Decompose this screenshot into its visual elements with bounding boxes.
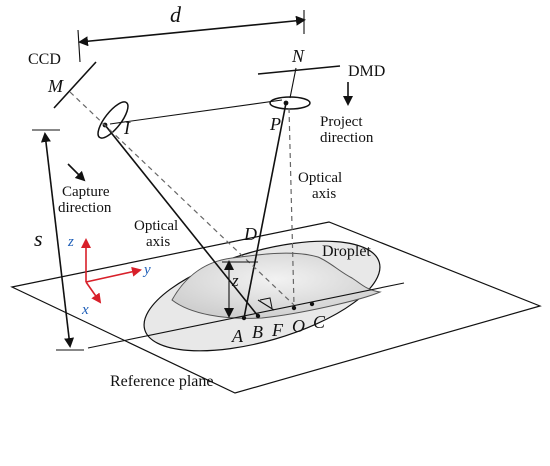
axis-x-arrow [85,281,102,304]
baseline [87,282,405,349]
label-b: B [252,322,263,342]
label-z-height: z [231,271,239,290]
camera-optical-axis [69,91,295,306]
dimension-d-tick-left [77,29,81,63]
dmd-lens [269,96,311,110]
label-p: P [269,114,281,134]
label-d: d [170,2,182,27]
label-optical-axis-right-1: Optical [298,170,342,186]
label-i: I [123,118,131,138]
label-d-point: D [243,224,257,244]
point-a [241,315,247,321]
dimension-s [40,132,75,348]
label-n: N [291,46,305,66]
label-capture-1: Capture [62,184,110,200]
ray-p-to-a [243,102,287,319]
label-droplet: Droplet [322,243,371,260]
label-s: s [34,226,43,251]
label-f: F [271,320,284,340]
perp-line-f [257,299,275,311]
label-m: M [47,76,64,96]
label-optical-axis-left-1: Optical [134,218,178,234]
label-reference-plane: Reference plane [110,373,213,390]
label-axis-z: z [67,234,74,250]
label-ccd: CCD [28,51,61,68]
label-optical-axis-right-2: axis [312,186,336,202]
dimension-d [78,15,306,47]
reference-plane [10,221,542,394]
dmd-line [257,65,341,75]
point-b [255,313,261,319]
label-o: O [292,316,305,336]
point-o [291,305,297,311]
projector-optical-axis [288,107,295,306]
label-a: A [231,326,244,346]
axis-y-arrow [85,266,142,283]
ccd-sensor [53,61,97,109]
label-c: C [313,312,326,332]
label-project-2: direction [320,130,374,146]
label-capture-2: direction [58,200,112,216]
ccd-lens [97,101,129,139]
capture-direction-arrow [67,163,86,182]
dmd-vertical-solid [289,67,297,99]
label-optical-axis-left-2: axis [146,234,170,250]
label-axis-x: x [81,302,89,318]
point-c [309,301,315,307]
right-angle-marker [259,297,273,309]
label-dmd: DMD [348,63,385,80]
line-ip [109,99,283,125]
label-axis-y: y [142,262,151,278]
label-project-1: Project [320,114,363,130]
